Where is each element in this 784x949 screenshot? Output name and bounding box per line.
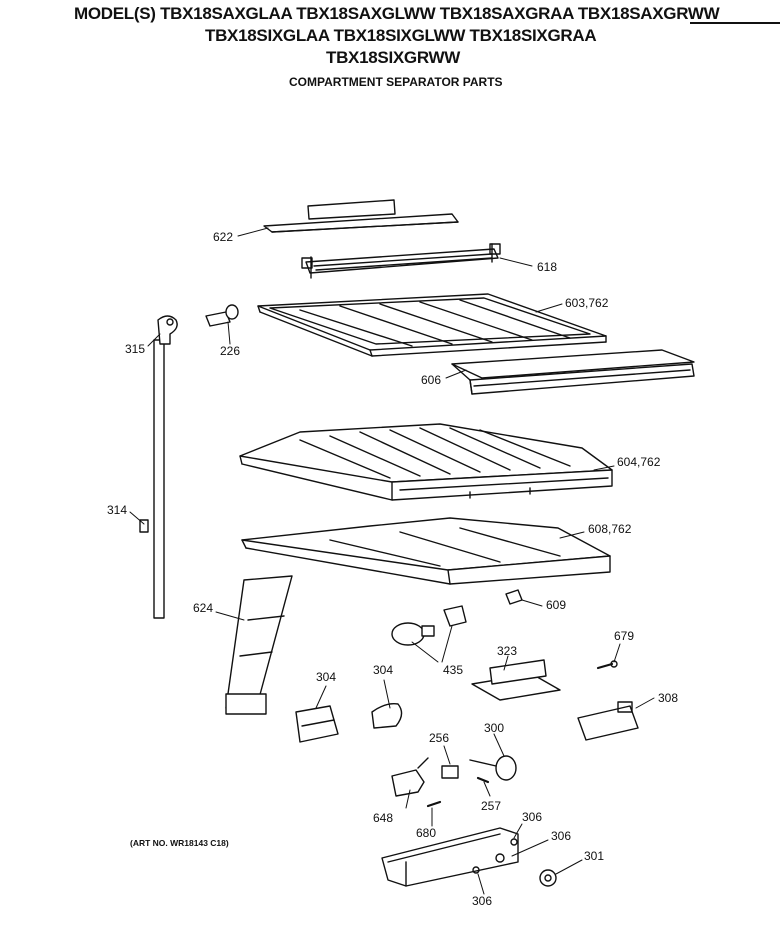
callout-306-b: 306	[551, 829, 571, 843]
part-609-clip	[505, 589, 523, 605]
callout-301: 301	[584, 849, 604, 863]
callout-226: 226	[220, 344, 240, 358]
callout-304-a: 304	[316, 670, 336, 684]
part-603-shelf	[257, 293, 607, 357]
callout-624: 624	[193, 601, 213, 615]
art-number: (ART NO. WR18143 C18)	[130, 838, 229, 848]
part-315-314-rod	[139, 315, 178, 619]
callout-306-a: 306	[522, 810, 542, 824]
part-604-crisper-cover	[239, 423, 613, 501]
callout-648: 648	[373, 811, 393, 825]
callout-257: 257	[481, 799, 501, 813]
part-308-plate	[577, 701, 639, 741]
callout-679: 679	[614, 629, 634, 643]
part-256-switch	[441, 765, 459, 779]
callout-604: 604,762	[617, 455, 661, 469]
callout-300: 300	[484, 721, 504, 735]
diagram-subtitle: COMPARTMENT SEPARATOR PARTS	[289, 75, 503, 89]
part-323-bracket	[471, 659, 561, 701]
models-line-1: MODEL(S) TBX18SAXGLAA TBX18SAXGLWW TBX18…	[74, 4, 720, 23]
leader-lines	[129, 227, 655, 895]
part-606-drawer-front	[451, 349, 695, 395]
callout-608: 608,762	[588, 522, 632, 536]
part-618-rail	[301, 243, 501, 279]
callout-314: 314	[107, 503, 127, 517]
part-608-separator	[241, 517, 611, 585]
header-rule	[690, 22, 780, 24]
callout-308: 308	[658, 691, 678, 705]
part-435-bulb	[391, 605, 467, 646]
part-648-motor	[391, 757, 429, 797]
callout-606: 606	[421, 373, 441, 387]
part-301-knob	[539, 869, 557, 887]
callout-306-c: 306	[472, 894, 492, 908]
part-257-screw	[476, 776, 490, 784]
part-624-panel	[225, 575, 293, 715]
part-300-switch	[469, 755, 517, 781]
part-304-housing-a	[295, 705, 339, 743]
part-226-pin	[205, 304, 239, 327]
callout-609: 609	[546, 598, 566, 612]
callout-622: 622	[213, 230, 233, 244]
callout-256: 256	[429, 731, 449, 745]
part-622-cover	[263, 199, 459, 233]
part-304-housing-b	[371, 702, 403, 729]
callout-618: 618	[537, 260, 557, 274]
models-line-3: TBX18SIXGRWW	[326, 48, 460, 67]
callout-435: 435	[443, 663, 463, 677]
part-306-bottom-bracket	[381, 827, 519, 887]
callout-603: 603,762	[565, 296, 609, 310]
callout-304-b: 304	[373, 663, 393, 677]
part-680-screw	[426, 800, 442, 808]
models-line-2: TBX18SIXGLAA TBX18SIXGLWW TBX18SIXGRAA	[205, 26, 597, 45]
callout-315: 315	[125, 342, 145, 356]
callout-323: 323	[497, 644, 517, 658]
callout-680: 680	[416, 826, 436, 840]
